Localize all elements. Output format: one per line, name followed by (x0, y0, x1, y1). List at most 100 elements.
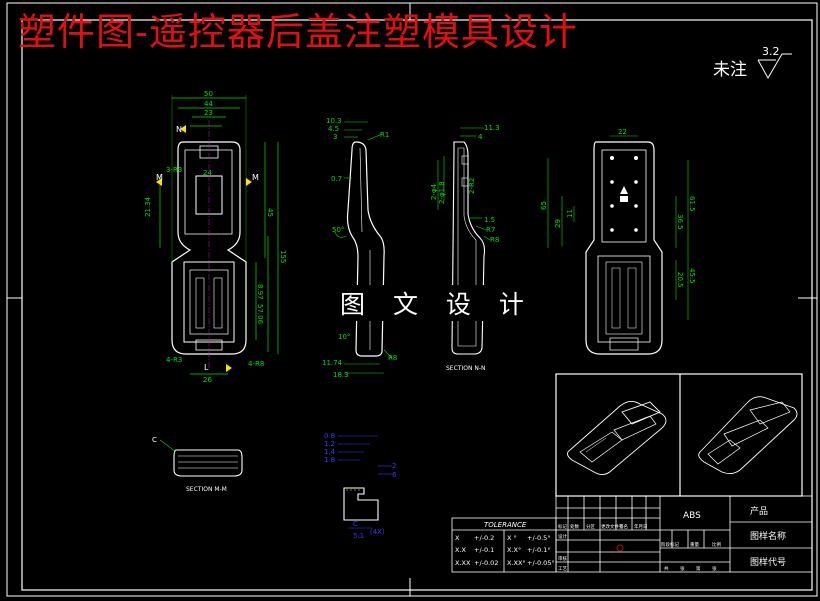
drawing-title: 塑件图-遥控器后盖注塑模具设计 (18, 10, 578, 54)
front-view-labels: 50 44 23 24 21.34 45 155 8.97 57.06 26 4… (144, 90, 287, 384)
section-m-m (159, 439, 243, 477)
tol-r1c3: +/-0.1° (527, 546, 551, 554)
dim-r1: R1 (380, 131, 389, 139)
dim-61-5: 61.5 (688, 196, 696, 212)
tol-r2c0: X.XX (455, 559, 471, 567)
dim-11: 11 (566, 209, 574, 218)
rear-view (585, 141, 663, 355)
tol-r1c0: X.X (455, 546, 467, 554)
tb-scale: 比例 (712, 541, 721, 548)
rear-view-holes (610, 156, 638, 232)
iso-front (567, 401, 667, 475)
tol-r2c2: X.XX° (507, 559, 526, 567)
marker-l: L (204, 363, 209, 372)
side-view-dims (334, 121, 393, 374)
dim-6: 6 (392, 471, 397, 479)
product-label: 产品 (750, 505, 768, 517)
dim-45-5: 45.5 (688, 268, 696, 284)
dim-r8-side: R8 (388, 354, 397, 362)
dim-c: C (152, 436, 157, 444)
tb-b2: 第 (696, 565, 701, 572)
marker-n: N (176, 125, 182, 134)
tb-h2: 分区 (586, 523, 595, 530)
tb-stage: 阶段标记 (661, 541, 679, 548)
tol-r0c0: X (455, 534, 460, 542)
dim-50deg: 50° (332, 226, 344, 234)
marker-m-left: M (156, 173, 163, 182)
tol-r1c2: X.X° (507, 546, 521, 554)
section-n-n-label: SECTION N-N (446, 365, 485, 372)
dim-r8: R8 (490, 236, 499, 244)
roughness-value: 3.2 (762, 45, 780, 58)
dim-4-5: 4.5 (328, 125, 339, 133)
section-n-n-dims (437, 127, 491, 241)
dim-10-3: 10.3 (326, 117, 342, 125)
dim-1-8: 1.8 (324, 456, 335, 464)
tb-row-review: 审核 (558, 555, 567, 562)
dim-44: 44 (204, 100, 213, 108)
dim-11-3: 11.3 (484, 124, 500, 132)
tolerance-rows: X +/-0.2 X ° +/-0.5° X.X +/-0.1 X.X° +/-… (455, 534, 555, 567)
iso-frame (555, 373, 803, 497)
tol-r1c1: +/-0.1 (474, 546, 494, 554)
dim-22: 22 (618, 128, 627, 136)
tb-weight: 重量 (690, 541, 699, 548)
detail-c-count: (4X) (370, 528, 385, 536)
dim-1-4: 1.4 (324, 448, 336, 456)
section-m-m-label: SECTION M-M (186, 486, 227, 493)
outer-frame (6, 2, 818, 597)
surface-note: 未注 (713, 60, 747, 80)
dim-4: 4 (478, 133, 483, 141)
tb-row-design: 设计 (558, 533, 567, 540)
inner-frame (21, 19, 813, 591)
tol-r0c3: +/-0.5° (527, 534, 551, 542)
dim-20-5: 20.5 (676, 272, 684, 288)
tol-r0c1: +/-0.2 (474, 534, 494, 542)
dim-4-r3: 4-R3 (166, 356, 182, 364)
dim-1-5: 1.5 (484, 216, 495, 224)
tol-r0c2: X ° (507, 534, 517, 542)
iso-rear (698, 396, 798, 475)
detail-c-labels: 0.8 1.2 1.4 1.8 2 6 C 5:1 (4X) (324, 432, 397, 540)
title-block-headers: 标记 处数 分区 更改文件号 签名 年月日 设计 审核 工艺 阶段标记 重量 比… (558, 523, 721, 572)
dim-65: 65 (540, 201, 548, 210)
rear-view-labels: 22 65 29 11 36.5 61.5 20.5 45.5 (540, 128, 696, 288)
section-n-n-labels: 11.3 4 2-φ4 2-φ1.8 2-R2 1.5 R7 R8 (430, 124, 500, 244)
dim-2: 2 (392, 462, 396, 470)
dim-18-3: 18.3 (333, 371, 349, 379)
tb-row-process: 工艺 (558, 566, 567, 572)
dim-2-r2: 2-R2 (468, 178, 476, 194)
tol-r2c1: +/-0.02 (474, 559, 498, 567)
drawing-name-label: 图样名称 (750, 530, 786, 542)
side-view (346, 141, 385, 357)
dim-10deg: 10° (338, 333, 350, 341)
dim-1-2: 1.2 (324, 440, 335, 448)
section-n-n (451, 141, 486, 355)
title-block (555, 495, 813, 573)
tb-b1: 张 (680, 565, 685, 572)
dim-29: 29 (554, 219, 562, 228)
dim-0-8: 0.8 (324, 432, 335, 440)
dim-50: 50 (204, 90, 213, 98)
dim-155: 155 (279, 250, 287, 263)
tb-h3: 更改文件号 (601, 523, 624, 530)
dim-24: 24 (203, 169, 212, 177)
dim-57-06: 57.06 (256, 304, 264, 325)
tb-h0: 标记 (558, 523, 567, 530)
dim-26: 26 (203, 376, 212, 384)
projection-symbol (616, 544, 624, 552)
detail-c-name: C (353, 520, 358, 528)
drawing-code-label: 图样代号 (750, 556, 786, 568)
dim-45: 45 (266, 208, 274, 217)
detail-c (338, 435, 392, 529)
tb-h5: 年月日 (634, 523, 648, 530)
dim-36-5: 36.5 (676, 214, 684, 230)
side-view-labels: 10.3 4.5 3 R1 0.7 50° 10° 11.74 18.3 R8 (322, 117, 397, 379)
dim-0-7: 0.7 (331, 175, 342, 183)
dim-11-74: 11.74 (322, 359, 343, 367)
front-view (156, 95, 279, 375)
tb-b3: 张 (712, 565, 717, 572)
dim-r7: R7 (486, 226, 495, 234)
tb-h1: 处数 (570, 523, 579, 530)
